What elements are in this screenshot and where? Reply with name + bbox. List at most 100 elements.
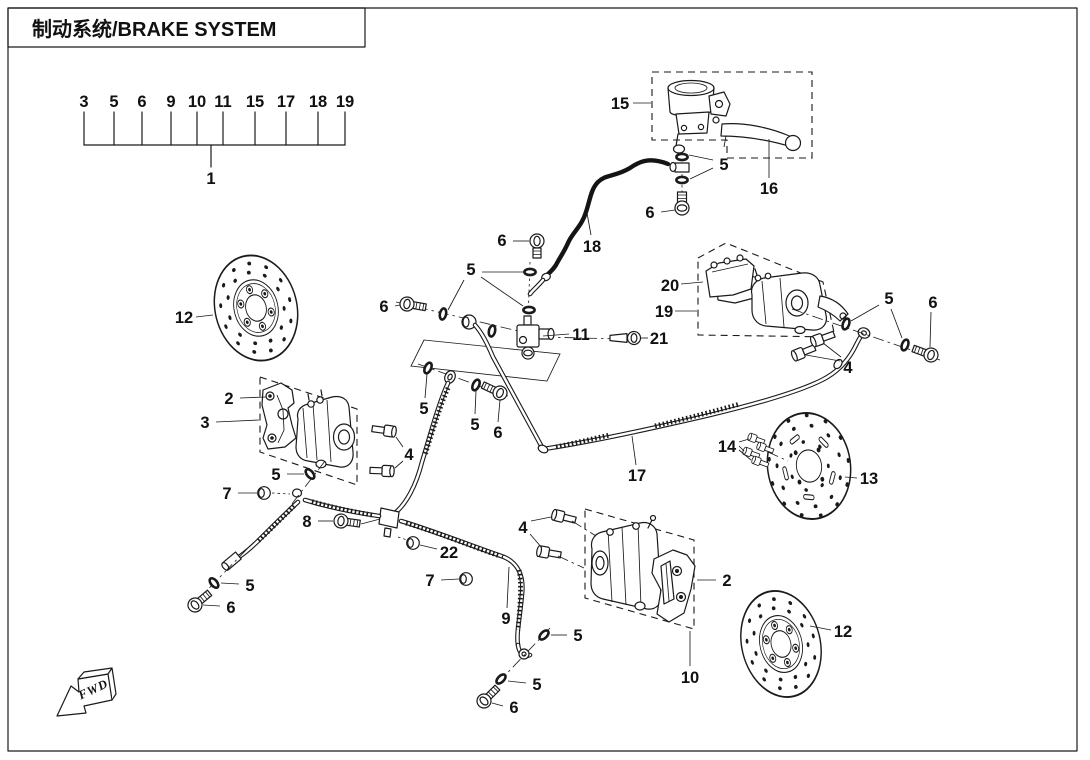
callout-5: 5 <box>551 627 583 645</box>
callout-22: 22 <box>419 544 458 562</box>
ladder-number: 11 <box>214 93 231 111</box>
svg-text:4: 4 <box>404 446 414 464</box>
hose-splitter-fitting <box>378 507 408 541</box>
caliper-bolt-4 <box>550 508 578 527</box>
svg-text:9: 9 <box>501 610 510 628</box>
svg-text:12: 12 <box>175 309 193 327</box>
svg-text:15: 15 <box>611 95 629 113</box>
banjo-bolt-6 <box>910 341 941 365</box>
callout-16: 16 <box>760 139 778 198</box>
svg-text:6: 6 <box>226 599 235 617</box>
callout-4: 4 <box>805 342 853 377</box>
front-brake-disc-right <box>740 590 822 698</box>
callout-5: 5 <box>850 290 903 339</box>
caliper-bracket-3 <box>261 382 297 450</box>
banjo-bolt-washers-master <box>669 152 690 216</box>
svg-text:5: 5 <box>466 261 475 279</box>
svg-text:4: 4 <box>843 359 853 377</box>
front-brake-lines <box>184 380 552 712</box>
rear-caliper-assembly <box>537 242 941 454</box>
svg-text:4: 4 <box>518 519 528 537</box>
svg-text:5: 5 <box>532 676 541 694</box>
caliper-dashed-box <box>259 376 358 486</box>
svg-text:19: 19 <box>655 303 673 321</box>
nut-22 <box>406 536 420 550</box>
callout-5: 5 <box>220 577 255 595</box>
callout-5: 5 <box>271 466 304 484</box>
callout-4: 4 <box>518 516 552 549</box>
svg-text:5: 5 <box>271 466 280 484</box>
ladder-number: 17 <box>277 93 295 111</box>
front-brake-caliper-10 <box>590 514 662 611</box>
svg-text:5: 5 <box>470 416 479 434</box>
callout-3: 3 <box>200 414 260 432</box>
master-cylinder-dashed-box <box>651 71 813 159</box>
caliper-bolt-4 <box>369 464 395 478</box>
callout-20: 20 <box>661 277 704 295</box>
svg-text:6: 6 <box>493 424 502 442</box>
svg-text:13: 13 <box>860 470 878 488</box>
svg-text:6: 6 <box>928 294 937 312</box>
callout-5: 5 <box>447 261 525 311</box>
caliper-bolt-4 <box>370 422 398 439</box>
svg-text:11: 11 <box>572 326 589 344</box>
ladder-group-number: 1 <box>206 170 215 188</box>
washer-5 <box>493 671 509 687</box>
svg-text:5: 5 <box>419 400 428 418</box>
ladder-number: 19 <box>336 93 354 111</box>
svg-text:16: 16 <box>760 180 778 198</box>
svg-text:6: 6 <box>497 232 506 250</box>
mount-bolt-8 <box>332 512 362 532</box>
callout-6: 6 <box>491 699 519 717</box>
front-hose-banjo-group <box>417 360 510 403</box>
callout-12: 12 <box>175 309 214 327</box>
svg-text:3: 3 <box>200 414 209 432</box>
callout-15: 15 <box>611 95 651 113</box>
ladder-number: 10 <box>188 93 206 111</box>
callout-6: 6 <box>379 298 401 316</box>
tee-junction-assembly <box>395 233 642 452</box>
brake-lever <box>712 116 802 152</box>
callout-6: 6 <box>202 599 236 617</box>
nut-7 <box>257 486 271 500</box>
bottom-caliper-assembly <box>535 508 696 630</box>
washer-5 <box>302 466 318 482</box>
svg-text:17: 17 <box>628 467 646 485</box>
callout-11: 11 <box>542 326 590 344</box>
banjo-bolt-6 <box>184 586 215 616</box>
tee-fitting-11 <box>516 315 555 360</box>
svg-text:7: 7 <box>425 572 434 590</box>
callout-5: 5 <box>688 154 729 180</box>
callout-2: 2 <box>224 390 267 408</box>
svg-text:22: 22 <box>440 544 458 562</box>
hose-end-fitting <box>221 551 242 571</box>
callout-8: 8 <box>302 513 333 531</box>
washer-5 <box>523 267 537 277</box>
svg-text:12: 12 <box>834 623 852 641</box>
front-left-caliper-assembly <box>257 376 398 532</box>
bolt-21 <box>609 330 642 346</box>
callout-7: 7 <box>425 572 460 590</box>
svg-text:6: 6 <box>645 204 654 222</box>
fwd-direction-arrow: FWD <box>56 667 117 717</box>
ladder-number: 15 <box>246 93 264 111</box>
callout-4: 4 <box>394 436 414 469</box>
washer-5 <box>437 306 449 322</box>
disc-bolts-14 <box>741 432 789 470</box>
callout-5: 5 <box>507 676 542 694</box>
callout-9: 9 <box>501 566 511 628</box>
callout-21: 21 <box>641 330 668 348</box>
callout-7: 7 <box>222 485 257 503</box>
brake-hose-9 <box>501 554 533 660</box>
bolt-6 <box>398 295 428 315</box>
page-title: 制动系统/BRAKE SYSTEM <box>32 17 276 41</box>
brake-pads-20 <box>705 254 758 304</box>
callout-6: 6 <box>493 399 503 442</box>
caliper-dashed-box <box>584 508 695 630</box>
washer-5 <box>536 627 552 643</box>
callout-2: 2 <box>697 572 732 590</box>
svg-text:2: 2 <box>224 390 233 408</box>
svg-text:8: 8 <box>302 513 311 531</box>
